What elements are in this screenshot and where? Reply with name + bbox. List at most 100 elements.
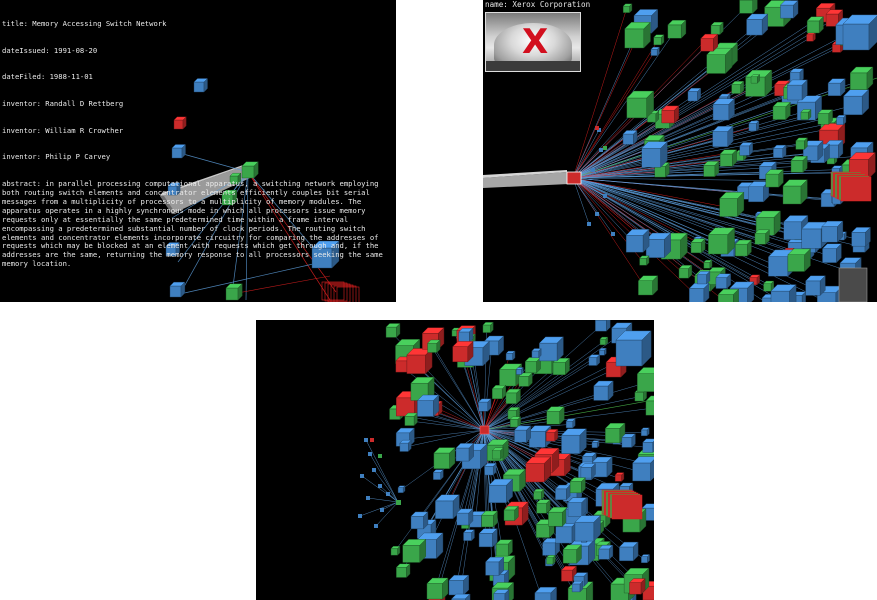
- patent-inventor: inventor: Philip P Carvey: [2, 152, 111, 162]
- graph-node-cube-face: [756, 274, 760, 286]
- graph-node-cube: [594, 320, 611, 332]
- selected-node-cube: [566, 171, 582, 185]
- citation-link: [572, 31, 675, 179]
- graph-node-cube-face: [700, 38, 714, 52]
- graph-node-cube: [547, 506, 568, 527]
- graph-node-cube: [632, 456, 654, 482]
- graph-node-cube: [688, 282, 710, 302]
- citation-link: [572, 118, 824, 179]
- graph-node-cube-face: [625, 235, 644, 253]
- citation-link: [572, 11, 788, 179]
- graph-node-cube-face: [789, 284, 797, 302]
- small-node: [370, 438, 374, 442]
- graph-node-cube-face: [541, 488, 545, 500]
- graph-node-cube-face: [478, 401, 488, 412]
- panel-patent-detail[interactable]: title: Memory Accessing Switch Network d…: [0, 0, 396, 302]
- graph-node-cube: [406, 347, 433, 375]
- graph-node-cube-face: [657, 46, 660, 57]
- graph-node-cube-face: [808, 109, 812, 121]
- graph-node-cube-face: [725, 47, 733, 74]
- citation-link: [381, 501, 399, 511]
- graph-node-cube: [848, 152, 876, 180]
- citation-link: [483, 393, 601, 431]
- citation-link: [483, 393, 498, 431]
- graph-node-cube-face: [385, 326, 397, 338]
- graph-node-cube-face: [452, 346, 468, 363]
- graph-node-cube-face: [821, 226, 838, 243]
- graph-node-cube-face: [623, 5, 630, 13]
- graph-node-cube-face: [518, 376, 530, 387]
- graph-canvas-overview[interactable]: [256, 320, 654, 600]
- graph-node-cube-face: [516, 406, 520, 420]
- patent-node-cube-face: [842, 14, 877, 25]
- graph-node-cube: [786, 79, 808, 101]
- patent-node-cube: [615, 330, 652, 367]
- small-node: [603, 146, 607, 150]
- graph-node-cube-face: [397, 487, 404, 493]
- graph-node-cube-face: [756, 120, 760, 132]
- graph-node-cube-face: [631, 433, 636, 448]
- graph-node-cube-face: [574, 521, 595, 542]
- graph-node-cube-face: [395, 360, 408, 373]
- graph-node-cube-face: [638, 280, 653, 296]
- graph-node-cube-face: [706, 270, 711, 285]
- graph-node-cube-face: [641, 556, 648, 563]
- citation-link: [572, 177, 729, 208]
- graph-node-cube-face: [402, 545, 420, 563]
- graph-node-cube-face: [609, 544, 614, 560]
- small-node: [366, 496, 370, 500]
- citation-link: [572, 177, 703, 280]
- graph-node-cube: [640, 554, 651, 564]
- graph-node-cube-face: [688, 264, 693, 279]
- selected-node-cube: [241, 161, 259, 179]
- citation-link: [483, 341, 604, 431]
- graph-node-cube: [827, 78, 846, 97]
- citation-link: [365, 439, 399, 503]
- graph-node-cube-face: [492, 450, 501, 460]
- graph-node-cube-face: [516, 369, 522, 375]
- graph-node-cube-face: [593, 385, 609, 401]
- graph-node-cube-face: [719, 198, 738, 217]
- patent-node-cube: [165, 242, 180, 257]
- citation-link: [572, 128, 828, 179]
- panel-company-detail[interactable]: name: Xerox Corporation X: [483, 0, 877, 302]
- graph-node-cube-face: [482, 340, 490, 367]
- citation-link: [572, 177, 590, 225]
- graph-node-cube: [591, 440, 600, 449]
- graph-node-cube: [754, 229, 770, 245]
- graph-node-cube-face: [550, 586, 557, 600]
- graph-node-cube-face: [801, 79, 808, 101]
- graph-node-cube-face: [581, 477, 586, 494]
- patent-node-cube-face: [641, 330, 652, 367]
- graph-canvas-company[interactable]: [483, 0, 877, 302]
- citation-link: [231, 171, 249, 295]
- graph-node-cube-face: [739, 145, 750, 156]
- graph-node-cube-face: [622, 133, 634, 145]
- small-node: [587, 222, 591, 226]
- citation-link: [464, 359, 485, 431]
- citation-link: [483, 335, 620, 431]
- graph-node-cube: [397, 485, 406, 494]
- graph-node-cube-face: [640, 578, 646, 595]
- graph-node-cube-face: [642, 442, 654, 453]
- citation-link: [572, 37, 810, 179]
- graph-node-cube-face: [783, 221, 802, 240]
- graph-node-cube-face: [749, 142, 753, 156]
- graph-node-cube-face: [750, 76, 758, 84]
- graph-node-cube-face: [595, 320, 607, 332]
- graph-node-cube-face: [396, 323, 401, 338]
- citation-link: [572, 112, 780, 179]
- graph-node-cube-face: [413, 412, 418, 427]
- graph-node-cube-face: [419, 538, 426, 563]
- patent-node-cube: [193, 78, 208, 93]
- citation-link: [416, 364, 485, 431]
- graph-node-cube-face: [778, 169, 784, 188]
- citation-link: [572, 159, 727, 179]
- connection-beam-top: [160, 164, 246, 196]
- graph-node-cube: [574, 515, 601, 542]
- graph-node-cube-face: [440, 469, 444, 481]
- graph-node-cube-face: [761, 13, 768, 36]
- graph-node-cube-face: [642, 228, 650, 253]
- graph-canvas-patent[interactable]: [0, 0, 396, 302]
- panel-network-overview[interactable]: [256, 320, 654, 600]
